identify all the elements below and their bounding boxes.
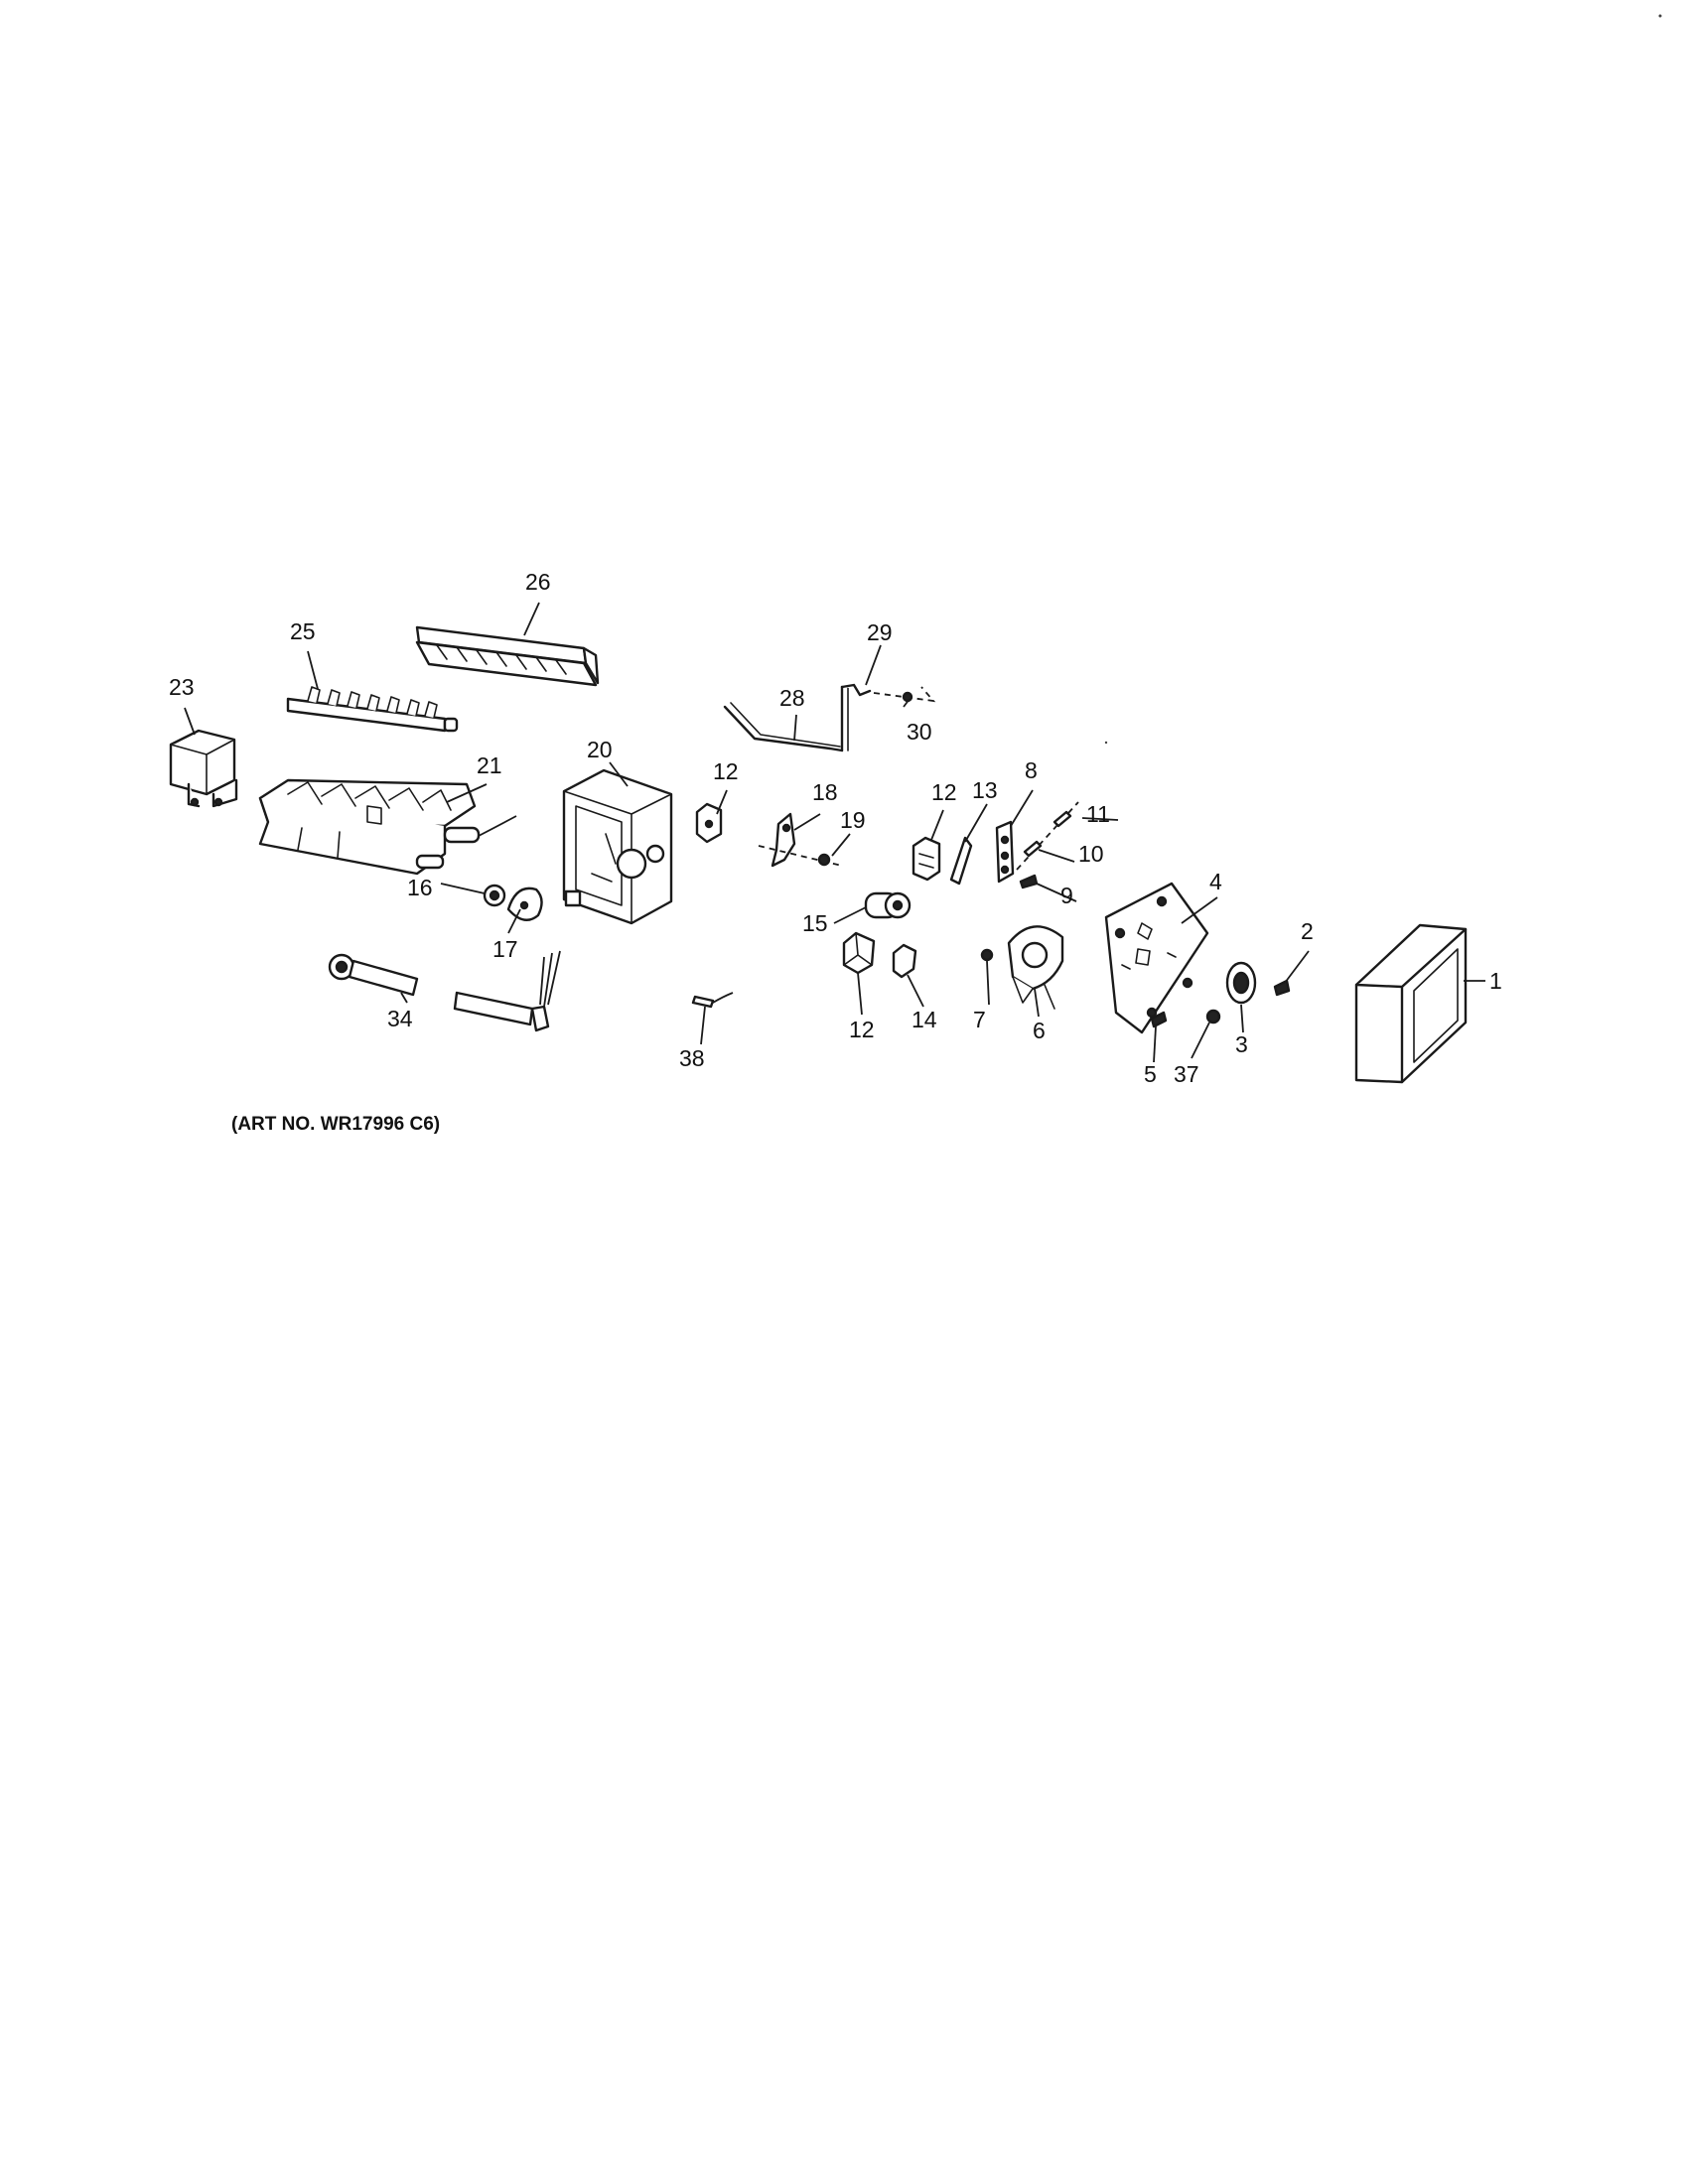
callout-38: 38	[679, 1045, 705, 1071]
leader-lines	[184, 602, 1485, 1063]
callout-8: 8	[1025, 757, 1038, 783]
part-10-screw	[1023, 840, 1043, 858]
part-12-switch-b	[912, 836, 941, 882]
callout-21: 21	[477, 752, 502, 778]
callout-15: 15	[802, 910, 828, 936]
part-12-switch-a	[695, 802, 723, 844]
part-2-screw	[1273, 979, 1291, 997]
callout-25: 25	[290, 618, 316, 644]
scan-speck	[1658, 14, 1662, 18]
part-14-clip	[892, 943, 917, 979]
callout-26: 26	[525, 569, 551, 595]
part-23-bracket	[169, 729, 238, 808]
part-29-clip	[840, 683, 872, 697]
scan-speck	[1104, 741, 1108, 745]
art-number-caption: (ART NO. WR17996 C6)	[231, 1114, 441, 1135]
callout-13: 13	[972, 777, 998, 803]
part-3-knob	[1225, 961, 1257, 1005]
callout-6: 6	[1033, 1018, 1046, 1043]
callout-14: 14	[912, 1007, 937, 1032]
part-5-screw	[1150, 1011, 1168, 1028]
callout-4: 4	[1209, 869, 1222, 894]
wiring-harness	[453, 950, 561, 1032]
part-15-thermostat	[864, 891, 912, 919]
callout-12-upper: 12	[713, 758, 739, 784]
part-37-screw	[1205, 1009, 1221, 1024]
callout-29: 29	[867, 619, 893, 645]
callout-5: 5	[1144, 1061, 1157, 1087]
callout-34: 34	[387, 1006, 413, 1031]
callout-17: 17	[492, 936, 518, 962]
part-11-screw	[1052, 810, 1072, 828]
callout-labels: 26 25 23 21 20 12 18 19 29 28 30 12 13 8…	[169, 569, 1502, 1087]
part-20-housing	[562, 768, 673, 925]
part-7-screw	[980, 948, 994, 962]
part-30-screw	[902, 691, 913, 703]
part-13-spring	[949, 836, 973, 886]
callout-11: 11	[1086, 801, 1110, 827]
callout-28: 28	[779, 685, 805, 711]
part-28-feeler-arm	[723, 685, 849, 752]
part-9-screw	[1019, 874, 1039, 889]
callout-1: 1	[1489, 968, 1502, 994]
part-21-mold	[258, 778, 517, 876]
callout-7: 7	[973, 1007, 986, 1032]
callout-30: 30	[907, 719, 932, 745]
part-38-sensor	[691, 992, 734, 1009]
callout-3: 3	[1235, 1031, 1248, 1057]
callout-10: 10	[1078, 841, 1104, 867]
callout-2: 2	[1301, 918, 1314, 944]
part-4-plate	[1104, 882, 1209, 1034]
callout-9: 9	[1060, 883, 1073, 908]
callout-18: 18	[812, 779, 838, 805]
callout-12-middle: 12	[931, 779, 957, 805]
callout-23: 23	[169, 674, 195, 700]
part-1-cover	[1354, 923, 1468, 1084]
part-18-lever	[771, 812, 796, 868]
part-12-switch-c	[842, 931, 876, 975]
part-17-cam	[506, 887, 543, 921]
callout-19: 19	[840, 807, 866, 833]
part-16-nut	[483, 884, 506, 907]
callout-20: 20	[587, 737, 613, 762]
callout-37: 37	[1174, 1061, 1199, 1087]
callout-12-lower: 12	[849, 1017, 875, 1042]
part-8-bracket	[995, 820, 1015, 884]
callout-16: 16	[407, 875, 433, 900]
part-26-stripper	[415, 625, 600, 687]
part-34-fill-tube	[328, 953, 419, 997]
part-6-motor	[1007, 925, 1064, 1010]
part-19-screw	[817, 853, 831, 867]
part-25-ejector	[286, 686, 459, 733]
